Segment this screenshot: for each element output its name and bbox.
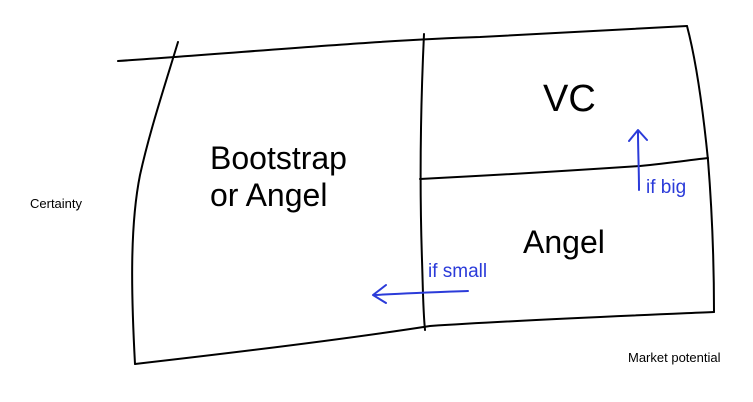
region-label-angel: Angel: [523, 224, 605, 260]
annotation-if-small: if small: [428, 261, 488, 282]
axis-label-market-potential: Market potential: [628, 350, 721, 365]
frame-left-line: [131, 41, 179, 365]
region-label-bootstrap-or-angel: Bootstrap or Angel: [210, 140, 347, 213]
frame-right-line: [686, 25, 715, 313]
up-arrow-shaft: [637, 131, 640, 191]
vertical-divider: [419, 33, 426, 331]
left-arrow: [372, 284, 469, 304]
axis-label-certainty: Certainty: [30, 196, 83, 211]
region-label-vc: VC: [543, 78, 596, 120]
horizontal-divider: [419, 157, 709, 180]
frame-top-line: [117, 25, 688, 62]
left-arrow-head: [372, 284, 387, 304]
left-arrow-shaft: [374, 290, 469, 296]
up-arrow-head: [628, 129, 648, 142]
annotation-if-big: if big: [646, 177, 687, 198]
frame-bottom-line: [134, 311, 715, 365]
up-arrow: [628, 129, 648, 191]
